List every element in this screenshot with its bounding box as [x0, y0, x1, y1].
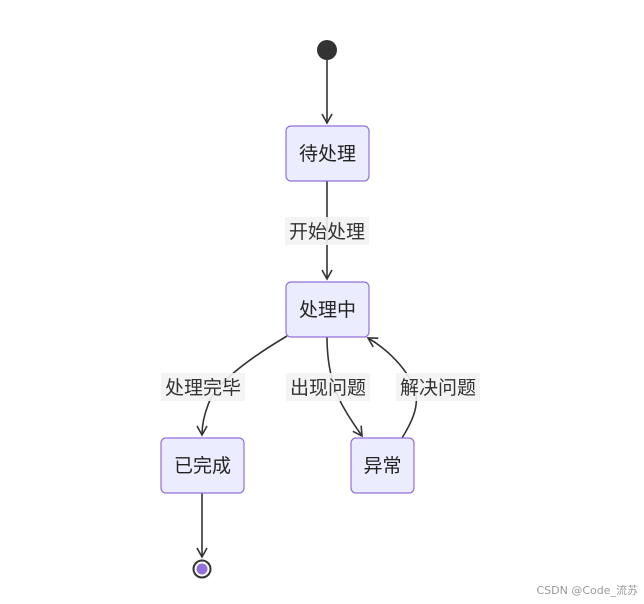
edge-processing-to-completed — [196, 335, 288, 437]
state-exception: 异常 — [350, 437, 415, 494]
state-completed: 已完成 — [160, 437, 245, 494]
edge-processing-to-exception — [326, 336, 363, 438]
state-pending: 待处理 — [285, 125, 370, 182]
edge-label-issue-resolved-text: 解决问题 — [400, 377, 476, 399]
edge-label-processing-done-text: 处理完毕 — [165, 377, 241, 399]
edge-label-start-processing-text: 开始处理 — [289, 221, 365, 243]
state-processing-label: 处理中 — [299, 299, 356, 321]
state-exception-label: 异常 — [363, 455, 401, 477]
state-pending-label: 待处理 — [299, 143, 356, 165]
edge-label-issue-occurs-text: 出现问题 — [290, 377, 366, 399]
state-processing: 处理中 — [285, 281, 370, 338]
state-completed-label: 已完成 — [174, 455, 231, 477]
edge-label-processing-done: 处理完毕 — [161, 373, 245, 401]
start-node — [317, 40, 337, 60]
watermark: CSDN @Code_流苏 — [536, 584, 638, 597]
edge-label-issue-occurs: 出现问题 — [286, 373, 370, 401]
edge-label-start-processing: 开始处理 — [285, 217, 369, 245]
edge-label-issue-resolved: 解决问题 — [396, 373, 480, 401]
end-node — [192, 559, 212, 579]
